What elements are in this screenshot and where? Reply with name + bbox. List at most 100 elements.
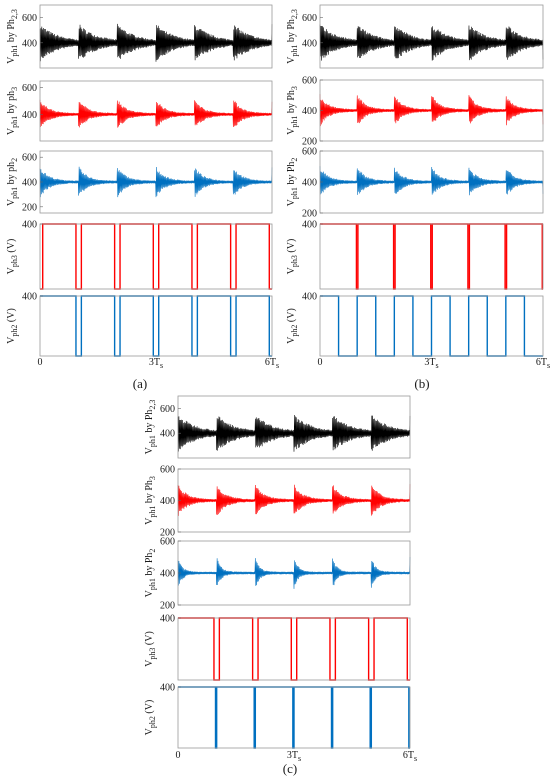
y-tick-label: 600 [160, 537, 175, 548]
y-tick-label: 400 [302, 220, 317, 231]
y-tick-label: 400 [22, 292, 37, 303]
y-axis-label: Vph3 (V) [6, 239, 19, 275]
y-axis-label: Vph2 (V) [144, 700, 157, 736]
axes-frame [319, 4, 544, 69]
y-tick-label: 600 [22, 153, 37, 164]
y-tick-label: 400 [22, 38, 37, 49]
y-tick-label: 400 [160, 496, 175, 507]
y-tick-label: 200 [160, 601, 175, 612]
x-tick-label: 3Ts [149, 357, 163, 370]
x-tick-label: 0 [38, 357, 43, 368]
y-tick-label: 400 [160, 569, 175, 580]
y-axis-label: Vph1 by ph2 [6, 158, 19, 206]
waveform-trace [177, 556, 411, 589]
pulse-trace [178, 617, 410, 681]
x-tick-label: 0 [176, 750, 181, 761]
axes-frame [177, 617, 411, 681]
y-tick-label: 200 [22, 202, 37, 213]
y-axis-label: Vph2 (V) [6, 308, 19, 344]
y-tick-label: 400 [302, 38, 317, 49]
waveform-trace [319, 166, 544, 196]
axes-frame [39, 4, 273, 69]
waveform-trace [39, 99, 273, 128]
y-tick-label: 600 [160, 465, 175, 476]
x-tick-label: 6Ts [403, 750, 417, 763]
y-axis-label: Vph1 by Ph2,3 [6, 9, 19, 64]
waveform-trace [177, 484, 411, 516]
y-axis-label: Vph1 by Ph2,3 [144, 400, 157, 455]
y-tick-label: 400 [22, 178, 37, 189]
y-axis-label: Vph1 by Ph2 [286, 158, 299, 207]
axes-frame [177, 395, 411, 459]
waveform-trace [319, 24, 544, 61]
y-axis-label: Vph1 by ph3 [6, 87, 19, 135]
axes-frame [39, 80, 273, 142]
waveform-trace [39, 23, 273, 62]
y-tick-label: 400 [22, 110, 37, 121]
panel-caption: (b) [414, 376, 429, 391]
panel-caption: (a) [133, 376, 147, 391]
y-tick-label: 600 [22, 83, 37, 94]
axes-frame [319, 223, 544, 290]
axes-frame [39, 295, 273, 357]
waveform-trace [319, 94, 544, 127]
y-tick-label: 400 [160, 614, 175, 625]
axes-frame [319, 295, 544, 357]
y-tick-label: 600 [160, 404, 175, 415]
y-tick-label: 600 [302, 76, 317, 87]
y-tick-label: 600 [302, 13, 317, 24]
y-tick-label: 400 [22, 220, 37, 231]
y-tick-label: 400 [302, 178, 317, 189]
x-tick-label: 0 [318, 357, 323, 368]
waveform-trace [177, 415, 411, 452]
y-tick-label: 400 [302, 292, 317, 303]
y-tick-label: 400 [160, 683, 175, 694]
y-tick-label: 400 [302, 106, 317, 117]
y-axis-label: Vph3 (V) [286, 239, 299, 275]
x-tick-label: 6Ts [265, 357, 279, 370]
panel-caption: (c) [283, 761, 297, 776]
y-tick-label: 200 [302, 137, 317, 148]
axes-frame [39, 223, 273, 290]
pulse-trace [320, 223, 543, 290]
x-tick-label: 6Ts [536, 357, 550, 370]
y-axis-label: Vph1 by Ph2 [144, 549, 157, 598]
pulse-trace [40, 223, 272, 290]
y-axis-label: Vph1 by Ph2,3 [286, 9, 299, 64]
axes-frame [177, 686, 411, 749]
x-tick-label: 3Ts [424, 357, 438, 370]
y-axis-label: Vph3 (V) [144, 631, 157, 667]
y-tick-label: 400 [160, 429, 175, 440]
y-tick-label: 600 [22, 13, 37, 24]
x-tick-label: 3Ts [287, 750, 301, 763]
waveform-trace [39, 166, 273, 198]
pulse-trace [40, 295, 272, 357]
y-axis-label: Vph1 by Ph3 [144, 476, 157, 525]
y-axis-label: Vph1 by Ph3 [286, 86, 299, 135]
pulse-trace [178, 686, 410, 749]
y-tick-label: 200 [160, 528, 175, 539]
y-axis-label: Vph2 (V) [286, 308, 299, 344]
y-tick-label: 200 [302, 209, 317, 220]
pulse-trace [320, 295, 543, 357]
y-tick-label: 600 [302, 147, 317, 158]
